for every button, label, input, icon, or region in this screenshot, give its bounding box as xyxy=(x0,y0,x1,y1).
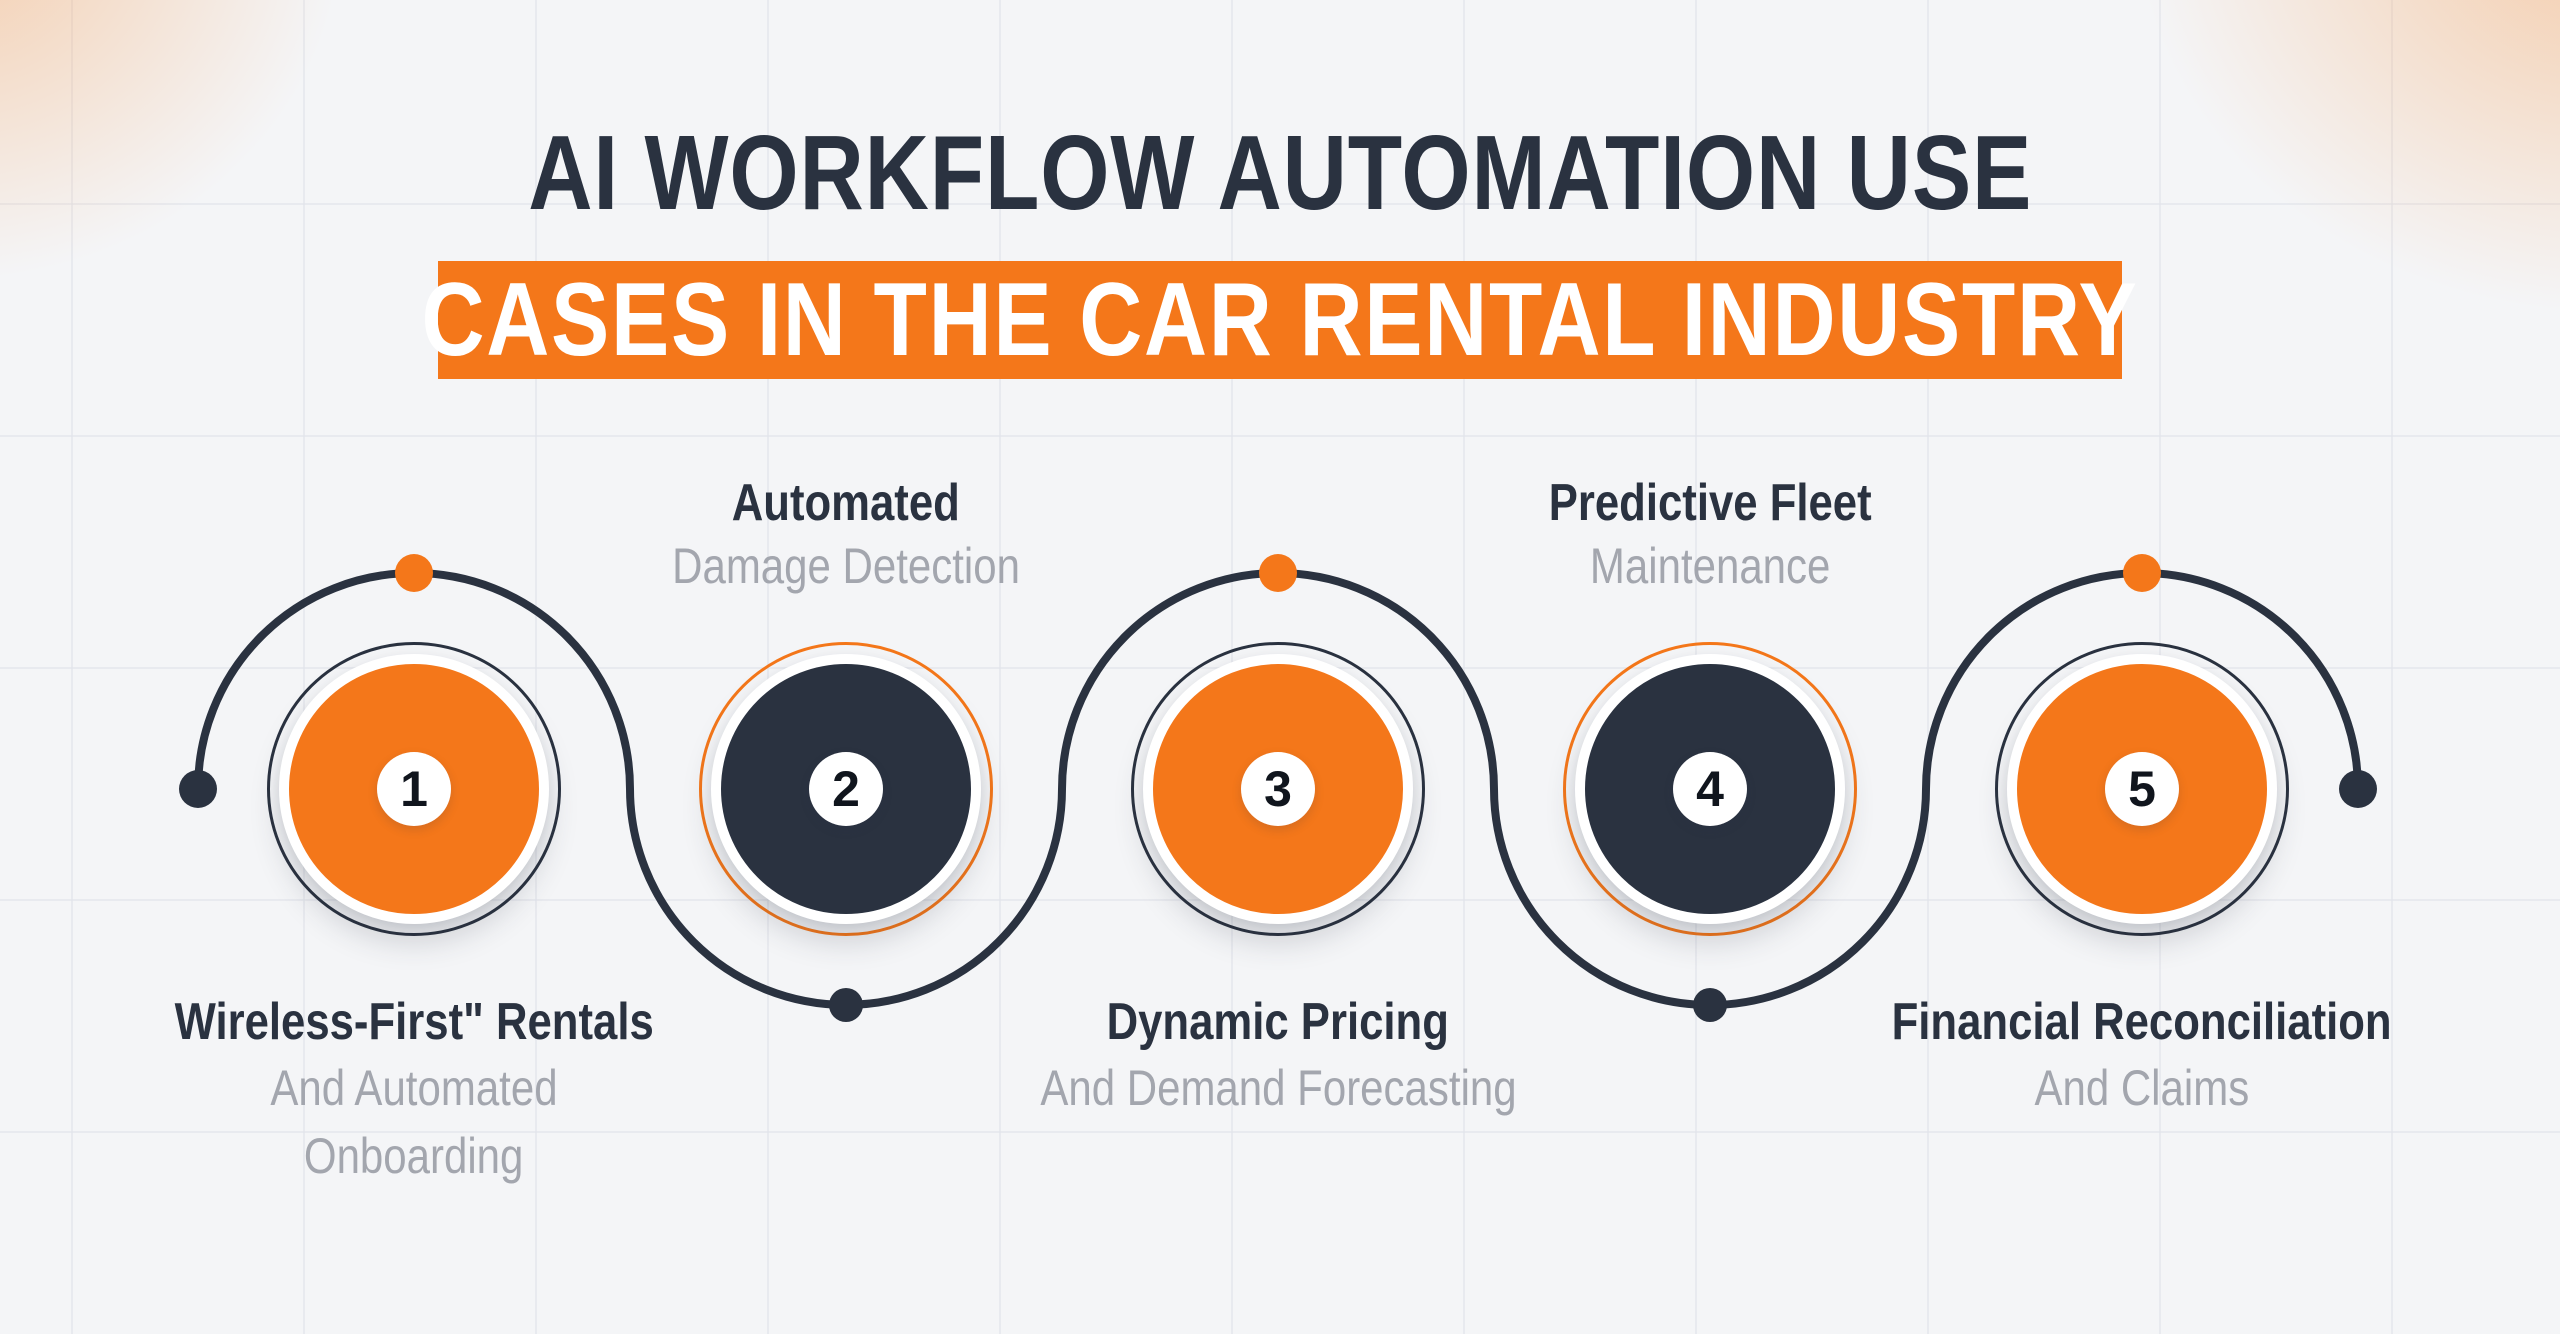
step-1-subtitle-line1: And Automated xyxy=(270,1060,558,1116)
step-4-subtitle-line1: Maintenance xyxy=(1589,538,1831,594)
page-title-line2-text: CASES IN THE CAR RENTAL INDUSTRY xyxy=(421,261,2139,378)
step-5-label: Financial Reconciliation And Claims xyxy=(1812,990,2472,1122)
step-1-title: Wireless-First" Rentals xyxy=(174,993,654,1051)
step-4-circle xyxy=(1575,654,1845,924)
step-3-ring xyxy=(1131,642,1425,936)
step-4-ring xyxy=(1563,642,1857,936)
step-4-title: Predictive Fleet xyxy=(1548,474,1872,532)
step-5-subtitle-line1: And Claims xyxy=(2034,1060,2250,1116)
step-4-number: 4 xyxy=(1696,761,1724,817)
step-2-subtitle-line1: Damage Detection xyxy=(672,538,1020,594)
step-3-number: 3 xyxy=(1264,761,1292,817)
step-5-ring xyxy=(1995,642,2289,936)
step3-apex-dot xyxy=(1259,554,1297,592)
step-5-number-badge: 5 xyxy=(2105,752,2179,826)
step-3-number-badge: 3 xyxy=(1241,752,1315,826)
page-title-line1-text: AI WORKFLOW AUTOMATION USE xyxy=(527,114,2033,232)
step-1-number: 1 xyxy=(400,761,428,817)
step4-bottom-dot xyxy=(1693,988,1727,1022)
step-5-number: 5 xyxy=(2128,761,2156,817)
step-2-label: Automated Damage Detection xyxy=(516,472,1176,596)
step-3-label: Dynamic Pricing And Demand Forecasting xyxy=(948,990,1608,1122)
step-3-subtitle-line1: And Demand Forecasting xyxy=(1039,1060,1517,1116)
step-1-label: Wireless-First" Rentals And Automated On… xyxy=(84,990,744,1190)
step-2-number-badge: 2 xyxy=(809,752,883,826)
step-2-ring xyxy=(699,642,993,936)
wave-start-dot xyxy=(179,770,217,808)
step-3-title: Dynamic Pricing xyxy=(1106,993,1450,1051)
step-4-label: Predictive Fleet Maintenance xyxy=(1380,472,2040,596)
step-2-title: Automated xyxy=(731,474,961,532)
step-1-number-badge: 1 xyxy=(377,752,451,826)
step-1-subtitle-line2: Onboarding xyxy=(304,1128,524,1184)
page-title-highlight-bar: CASES IN THE CAR RENTAL INDUSTRY xyxy=(422,261,2137,379)
step-2-number: 2 xyxy=(832,761,860,817)
step-5-title: Financial Reconciliation xyxy=(1891,993,2392,1051)
wave-end-dot xyxy=(2339,770,2377,808)
step2-bottom-dot xyxy=(829,988,863,1022)
step-4-number-badge: 4 xyxy=(1673,752,1747,826)
step5-apex-dot xyxy=(2123,554,2161,592)
step1-apex-dot xyxy=(395,554,433,592)
step-1-ring xyxy=(267,642,561,936)
page-title-line1: AI WORKFLOW AUTOMATION USE xyxy=(0,114,2560,232)
